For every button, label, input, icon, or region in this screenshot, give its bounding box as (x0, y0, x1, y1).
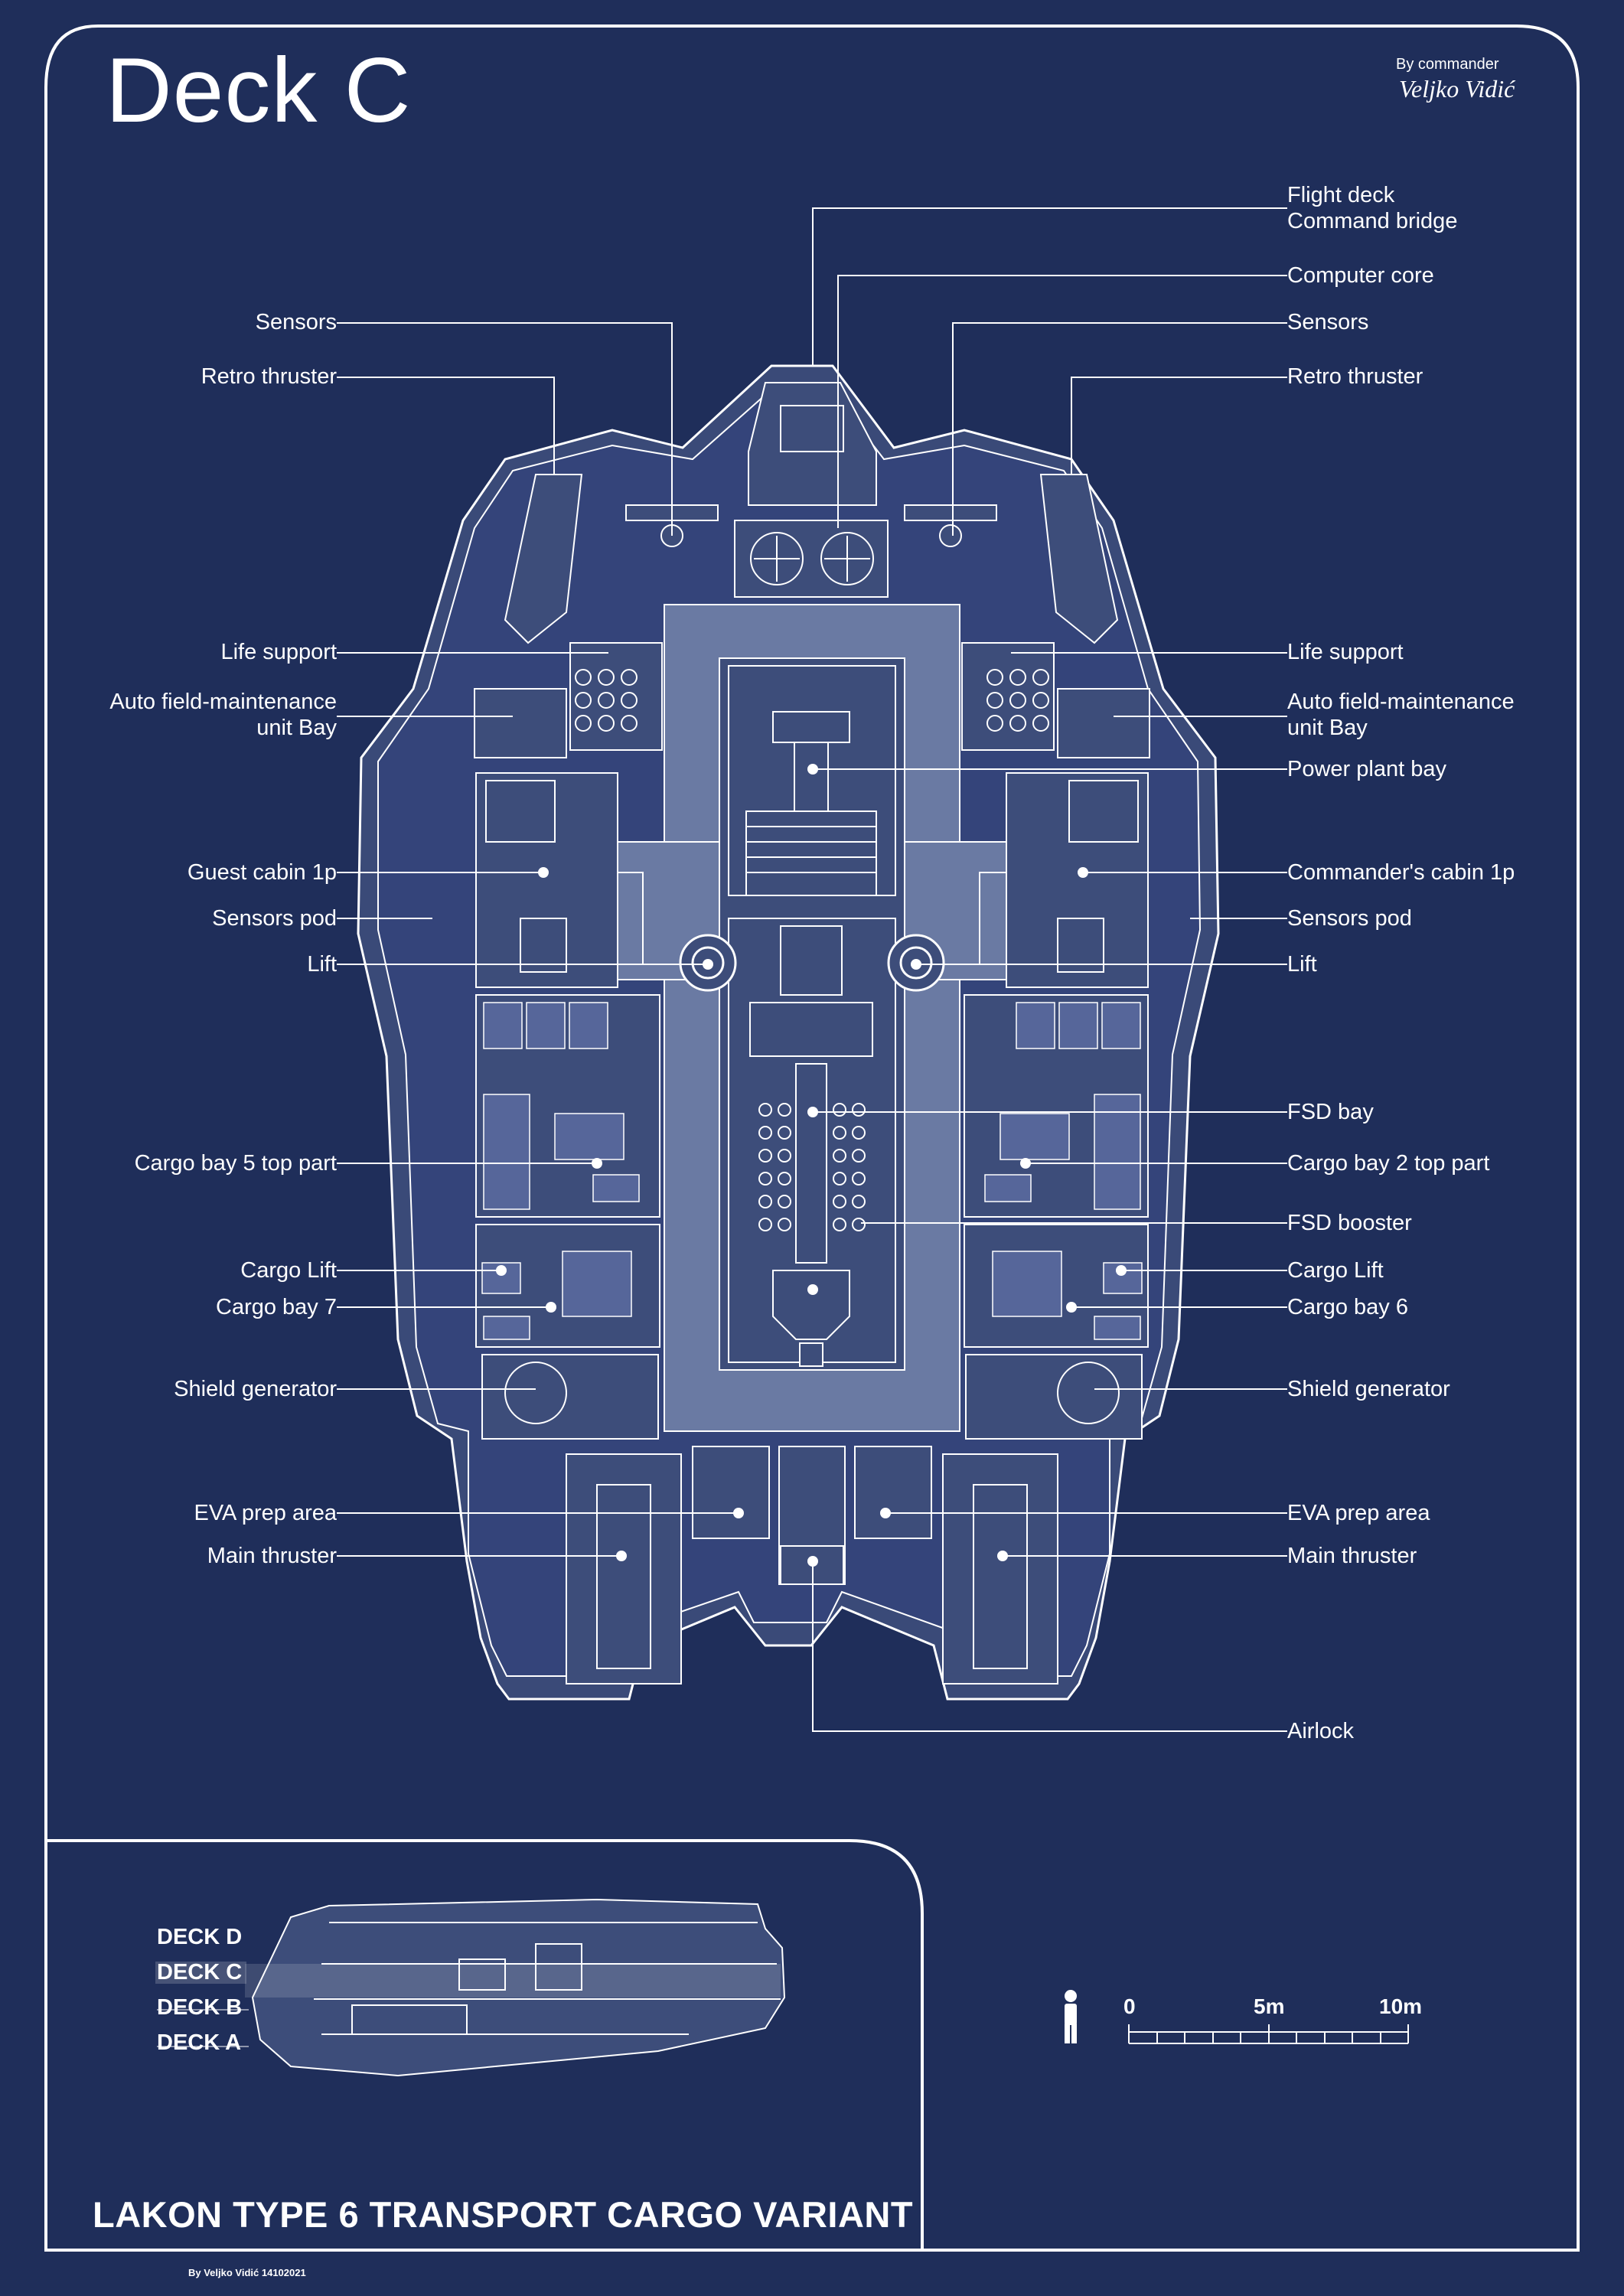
deck-label-d: DECK D (157, 1925, 243, 1949)
frame-border (44, 24, 1580, 2252)
callout-sensors-pod-right: Sensors pod (1287, 906, 1412, 931)
callout-cargo-bay-5: Cargo bay 5 top part (134, 1151, 337, 1176)
callout-shield-generator-right: Shield generator (1287, 1377, 1450, 1401)
callout-power-plant-bay: Power plant bay (1287, 757, 1446, 781)
ship-name-title: LAKON TYPE 6 TRANSPORT CARGO VARIANT (93, 2194, 914, 2235)
callout-fsd-booster: FSD booster (1287, 1211, 1412, 1235)
retro-thrusters (504, 474, 1119, 644)
credit-signature: Veljko Vidić (1399, 75, 1515, 103)
callout-guest-cabin: Guest cabin 1p (187, 860, 337, 885)
callout-eva-prep-right: EVA prep area (1287, 1501, 1430, 1525)
leader-lines (337, 207, 1287, 1732)
cabins (475, 772, 1149, 988)
callout-shield-generator-left: Shield generator (174, 1377, 337, 1401)
top-sensors (625, 504, 997, 547)
deck-label-b: DECK B (157, 1995, 243, 2020)
ship-floorplan (357, 364, 1220, 1701)
power-plant (745, 711, 877, 896)
scale-label-zero: 0 (1123, 1994, 1136, 2018)
callout-fsd-bay: FSD bay (1287, 1100, 1374, 1124)
callout-retro-thruster-left: Retro thruster (201, 364, 337, 389)
callout-airlock: Airlock (1287, 1719, 1355, 1743)
scale-label-10m: 10m (1379, 1994, 1423, 2018)
bridge (734, 382, 889, 598)
human-figure-icon (1065, 1990, 1077, 2043)
callout-main-thruster-right: Main thruster (1287, 1544, 1417, 1568)
shield-generators (481, 1354, 1143, 1440)
leader-dots (496, 764, 1127, 1567)
footer-credit: By Veljko Vidić 14102021 (188, 2267, 306, 2278)
aft-section (566, 1446, 1058, 1684)
ship-side-profile (251, 1898, 786, 2077)
callout-lift-right: Lift (1287, 952, 1317, 977)
callout-commanders-cabin: Commander's cabin 1p (1287, 860, 1515, 885)
callout-cargo-bay-2: Cargo bay 2 top part (1287, 1151, 1490, 1176)
scale-label-5m: 5m (1254, 1994, 1285, 2018)
credit-byline: By commander (1396, 56, 1499, 73)
deck-sideview (157, 1898, 786, 2077)
deck-c-highlight (245, 1964, 781, 1998)
cargo-crates (481, 1002, 1143, 1340)
fsd (749, 925, 873, 1367)
callout-lift-left: Lift (307, 952, 337, 977)
callout-cargo-lift-right: Cargo Lift (1287, 1258, 1384, 1283)
callout-cargo-lift-left: Cargo Lift (240, 1258, 337, 1283)
callout-computer-core: Computer core (1287, 263, 1434, 288)
callout-life-support-left: Life support (220, 640, 337, 664)
callout-sensors-left: Sensors (255, 310, 337, 334)
callout-main-thruster-left: Main thruster (207, 1544, 337, 1568)
deck-label-c: DECK C (155, 1962, 247, 1984)
deck-label-a: DECK A (157, 2030, 242, 2055)
callout-cargo-bay-6: Cargo bay 6 (1287, 1295, 1408, 1319)
callout-life-support-right: Life support (1287, 640, 1404, 664)
callout-sensors-right: Sensors (1287, 310, 1369, 334)
scale-bar (1128, 2024, 1409, 2044)
callout-sensors-pod-left: Sensors pod (212, 906, 337, 931)
page-title: Deck C (106, 39, 412, 142)
callout-retro-thruster-right: Retro thruster (1287, 364, 1423, 389)
callout-cargo-bay-7: Cargo bay 7 (216, 1295, 337, 1319)
life-support-blocks (474, 642, 1150, 758)
callout-eva-prep-left: EVA prep area (194, 1501, 337, 1525)
